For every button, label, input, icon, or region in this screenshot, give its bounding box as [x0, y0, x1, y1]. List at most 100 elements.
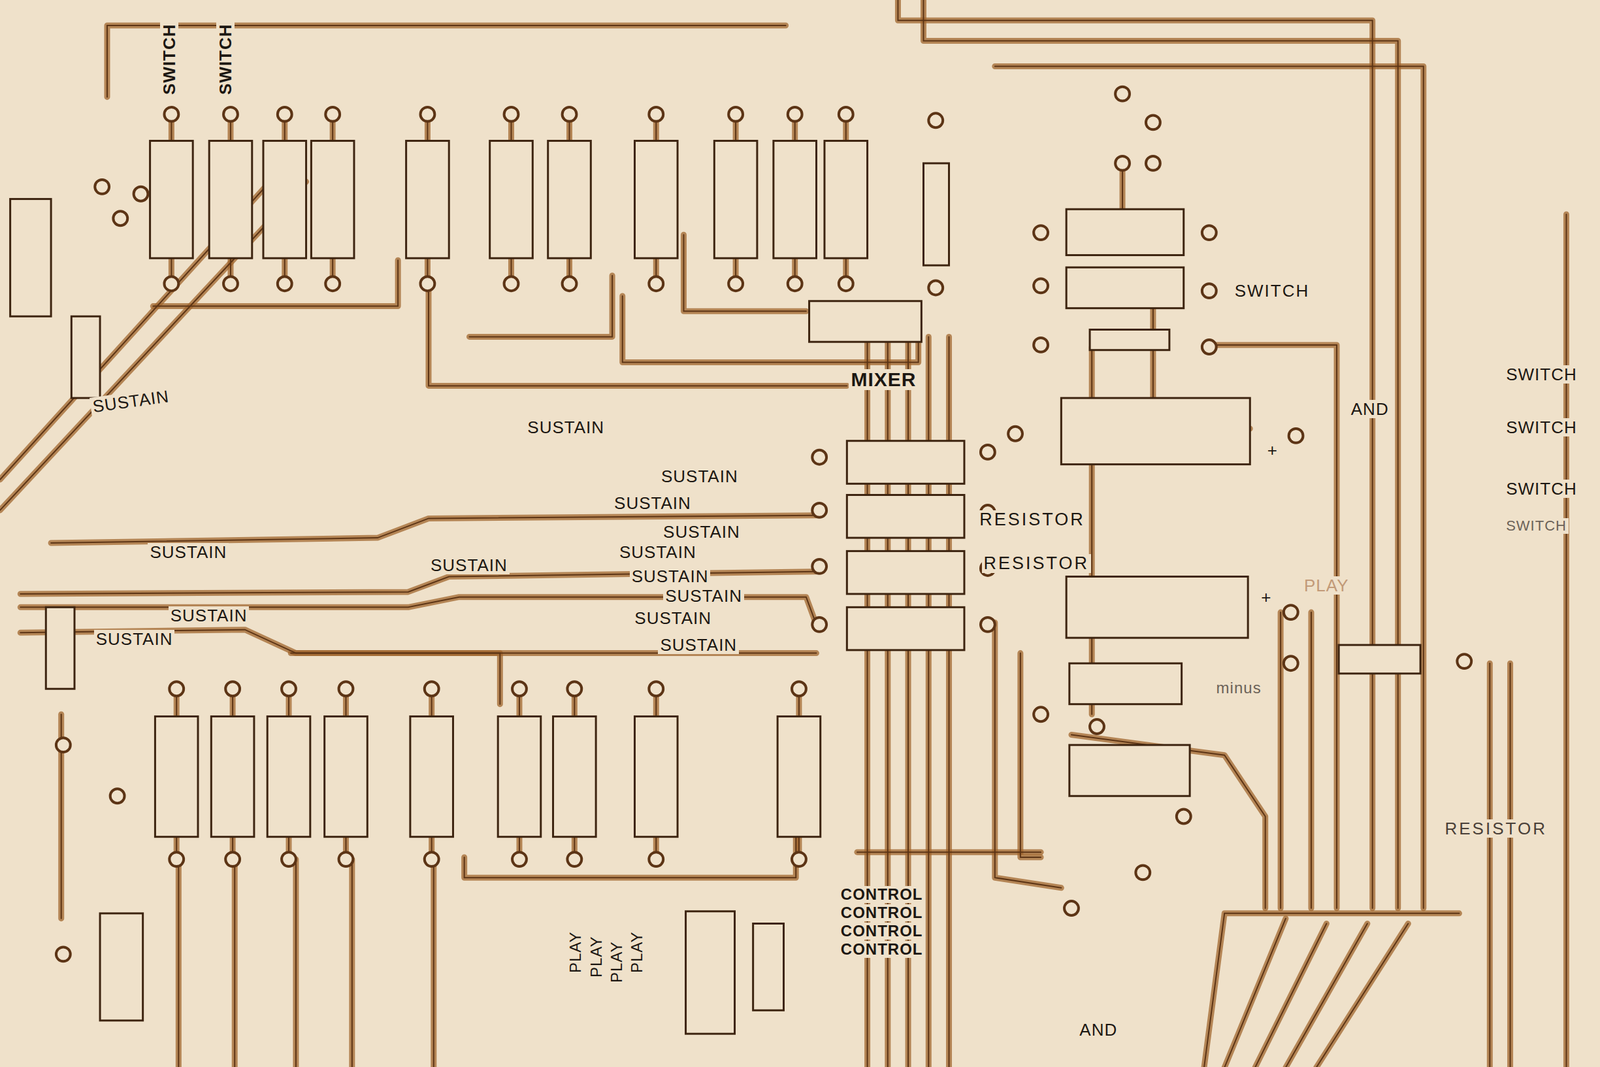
trace-edge [233, 859, 236, 1067]
solder-pad [56, 737, 71, 752]
trace-wire [842, 120, 849, 141]
solder-pad [812, 450, 827, 465]
solder-pad [562, 276, 577, 291]
trace-edge [290, 653, 500, 705]
trace-edge [798, 836, 800, 854]
signal-label: PLAY [628, 929, 646, 975]
trace-wire [286, 695, 293, 717]
trace-wire [795, 836, 802, 854]
trace-edge [1020, 653, 1041, 858]
trace-edge [431, 695, 433, 717]
resistor-symbol [1066, 209, 1184, 255]
resistor-symbol [99, 913, 144, 1021]
solder-pad [1456, 653, 1472, 669]
trace-edge [923, 0, 1398, 909]
solder-pad [648, 681, 664, 696]
signal-label: MIXER [848, 369, 918, 391]
signal-label: SUSTAIN [94, 629, 176, 649]
signal-label: SUSTAIN [661, 522, 743, 541]
solder-pad [1033, 278, 1048, 293]
trace-edge [469, 275, 613, 338]
solder-pad [1033, 706, 1048, 722]
trace-edge [50, 515, 817, 543]
signal-label: RESISTOR [1442, 819, 1549, 838]
signal-label: SWITCH [1503, 418, 1580, 437]
resistor-symbol [406, 141, 450, 259]
trace-wire [430, 859, 437, 1067]
trace-wire [653, 258, 660, 278]
solder-pad [512, 851, 527, 867]
trace-wire [1563, 214, 1570, 1067]
trace-wire [286, 836, 293, 854]
solder-pad [424, 681, 440, 696]
solder-pad [1115, 86, 1130, 102]
trace-edge [573, 836, 575, 854]
trace-wire [791, 120, 798, 141]
signal-label: SUSTAIN [525, 418, 607, 437]
trace-wire [348, 859, 355, 1067]
resistor-symbol [773, 141, 817, 259]
solder-pad [223, 276, 238, 291]
signal-label: RESISTOR [981, 554, 1092, 573]
trace-wire [1307, 612, 1314, 909]
trace-wire [329, 258, 336, 278]
resistor-symbol [777, 716, 821, 837]
solder-pad [648, 851, 664, 867]
trace-edge [170, 258, 172, 278]
trace-wire [292, 859, 299, 1067]
trace-edge [229, 258, 232, 278]
solder-pad [113, 211, 128, 226]
trace-edge [175, 695, 178, 717]
signal-label: RESISTOR [977, 510, 1088, 530]
signal-label: SUSTAIN [612, 493, 694, 513]
trace-edge [518, 836, 521, 854]
trace-wire [428, 695, 435, 717]
trace-edge [426, 258, 428, 278]
solder-pad [110, 788, 125, 803]
signal-label: SUSTAIN [659, 467, 741, 486]
trace-edge [284, 120, 286, 141]
solder-pad [420, 107, 435, 122]
trace-edge [995, 622, 1062, 888]
trace-edge [1224, 918, 1286, 1067]
trace-edge [331, 120, 334, 141]
trace-wire [1224, 918, 1286, 1067]
trace-edge [569, 258, 571, 278]
trace-wire [516, 836, 523, 854]
resistor-symbol [10, 199, 51, 317]
trace-wire [173, 695, 180, 717]
signal-label: + [1265, 440, 1280, 460]
trace-edge [344, 695, 347, 717]
trace-edge [518, 695, 521, 717]
trace-wire [571, 695, 578, 717]
resistor-symbol [553, 716, 597, 837]
signal-label: + [1258, 587, 1273, 607]
trace-wire [1255, 923, 1327, 1067]
trace-wire [733, 120, 739, 141]
trace-edge [288, 836, 290, 854]
solder-pad [1202, 283, 1217, 298]
resistor-symbol [1069, 744, 1190, 796]
solder-pad [339, 681, 354, 696]
signal-label: SUSTAIN [663, 586, 745, 605]
signal-label: minus [1214, 679, 1264, 697]
solder-pad [980, 617, 996, 632]
signal-label: PLAY [587, 934, 605, 980]
solder-pad [812, 503, 827, 518]
trace-wire [342, 836, 349, 854]
trace-wire [1204, 913, 1459, 1067]
trace-edge [655, 120, 657, 141]
solder-pad [223, 107, 238, 122]
solder-pad [1283, 655, 1299, 671]
trace-edge [288, 695, 290, 717]
signal-label: CONTROL [838, 904, 926, 922]
trace-edge [152, 260, 398, 306]
signal-label: AND [1077, 1020, 1120, 1039]
solder-pad [1064, 900, 1079, 916]
signal-label: PLAY [567, 929, 585, 975]
signal-label: PLAY [608, 939, 626, 986]
trace-wire [653, 695, 660, 717]
resistor-symbol [209, 141, 253, 259]
trace-edge [734, 258, 737, 278]
trace-edge [229, 120, 232, 141]
